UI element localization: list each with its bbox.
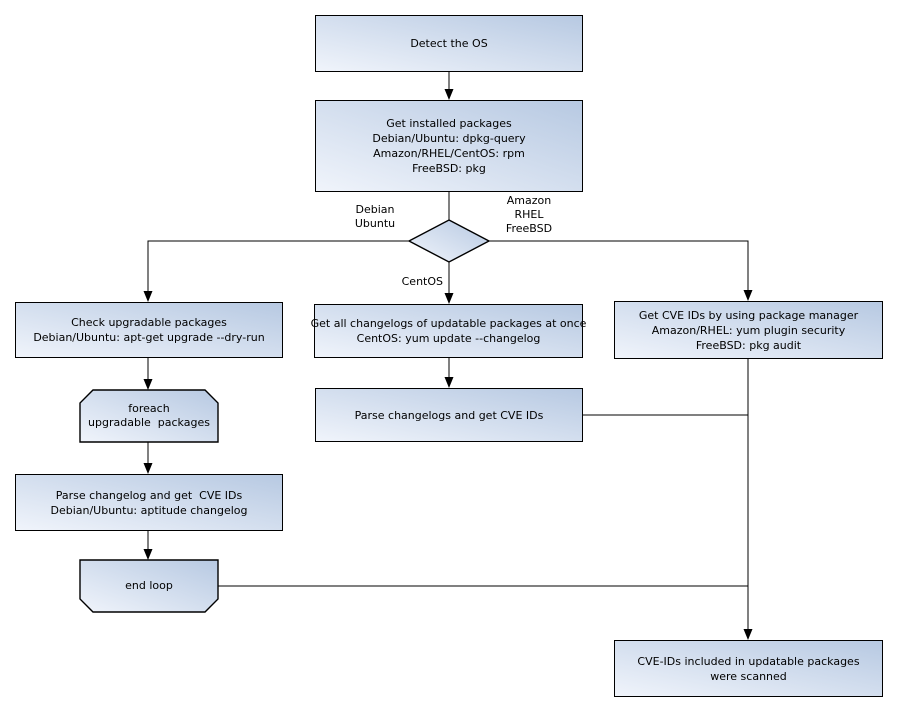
decision-diamond xyxy=(407,219,491,263)
node-result-scanned: CVE-IDs included in updatable packages w… xyxy=(614,640,883,697)
node-text-line: Detect the OS xyxy=(410,37,488,50)
node-get-all-changelogs: Get all changelogs of updatable packages… xyxy=(311,304,586,358)
edge-label-line: Ubuntu xyxy=(354,217,396,230)
node-text-line: Amazon/RHEL: yum plugin security xyxy=(651,323,846,337)
node-text-line: foreach xyxy=(128,402,170,415)
edge-label-line: CentOS xyxy=(401,275,443,288)
edge-decision-to-cve-pkgmgr xyxy=(489,240,749,292)
node-text-line: FreeBSD: pkg xyxy=(412,162,486,175)
node-text-line: Debian/Ubuntu: apt-get upgrade --dry-run xyxy=(33,331,265,344)
loop-end-label: end loop xyxy=(80,560,218,612)
node-text-line: Check upgradable packages xyxy=(71,316,227,329)
node-text-line: Amazon/RHEL/CentOS: rpm xyxy=(373,147,525,160)
node-parse-changelogs: Parse changelogs and get CVE IDs xyxy=(315,388,583,442)
edge-label-line: Debian xyxy=(355,203,395,216)
node-text-line: CVE-IDs included in updatable packages xyxy=(637,654,860,668)
edge-label-line: FreeBSD xyxy=(505,222,553,235)
node-text-line: CentOS: yum update --changelog xyxy=(356,332,541,345)
node-text-line: Get CVE IDs by using package manager xyxy=(638,308,859,322)
arrowhead-into-scanned xyxy=(743,629,753,640)
arrowhead-into-foreach xyxy=(143,379,153,390)
node-check-upgradable-packages: Check upgradable packages Debian/Ubuntu:… xyxy=(15,302,283,358)
node-text-line: Get all changelogs of updatable packages… xyxy=(310,317,587,330)
loop-end-shape xyxy=(79,559,219,613)
node-text-line: Get installed packages xyxy=(386,117,512,130)
arrowhead-into-installed xyxy=(444,89,454,100)
edge-label-line: RHEL xyxy=(514,208,544,221)
node-get-installed-packages: Get installed packages Debian/Ubuntu: dp… xyxy=(315,100,583,192)
node-text-line: were scanned xyxy=(710,669,787,683)
edge-label-centos: CentOS xyxy=(388,275,443,289)
node-text-line: Debian/Ubuntu: dpkg-query xyxy=(372,132,526,145)
node-parse-changelog-debian: Parse changelog and get CVE IDs Debian/U… xyxy=(15,474,283,531)
arrowhead-into-cve-pkgmgr xyxy=(743,290,753,301)
arrowhead-into-parse-deb xyxy=(143,463,153,474)
loop-start-label: foreach upgradable packages xyxy=(80,390,218,442)
arrowhead-into-check-upgradable xyxy=(143,291,153,302)
arrowhead-into-get-changelogs xyxy=(444,293,454,304)
node-get-cve-ids-package-manager: Get CVE IDs by using package manager Ama… xyxy=(614,301,883,359)
loop-start-shape xyxy=(79,389,219,443)
arrowhead-into-parse-changelogs xyxy=(444,377,454,388)
arrowhead-into-endloop xyxy=(143,549,153,560)
edge-label-amazon-rhel-freebsd: Amazon RHEL FreeBSD xyxy=(498,194,560,236)
node-text-line: Debian/Ubuntu: aptitude changelog xyxy=(50,503,248,517)
node-text-line: FreeBSD: pkg audit xyxy=(695,338,802,352)
edge-label-line: Amazon xyxy=(506,194,552,207)
node-text-line: end loop xyxy=(125,579,173,592)
edge-label-debian-ubuntu: Debian Ubuntu xyxy=(346,203,404,231)
node-text-line: Parse changelogs and get CVE IDs xyxy=(354,408,544,422)
node-detect-os: Detect the OS xyxy=(315,15,583,72)
edge-decision-to-check-upgradable xyxy=(147,240,409,293)
node-text-line: upgradable packages xyxy=(88,416,210,429)
node-text-line: Parse changelog and get CVE IDs xyxy=(55,488,243,502)
